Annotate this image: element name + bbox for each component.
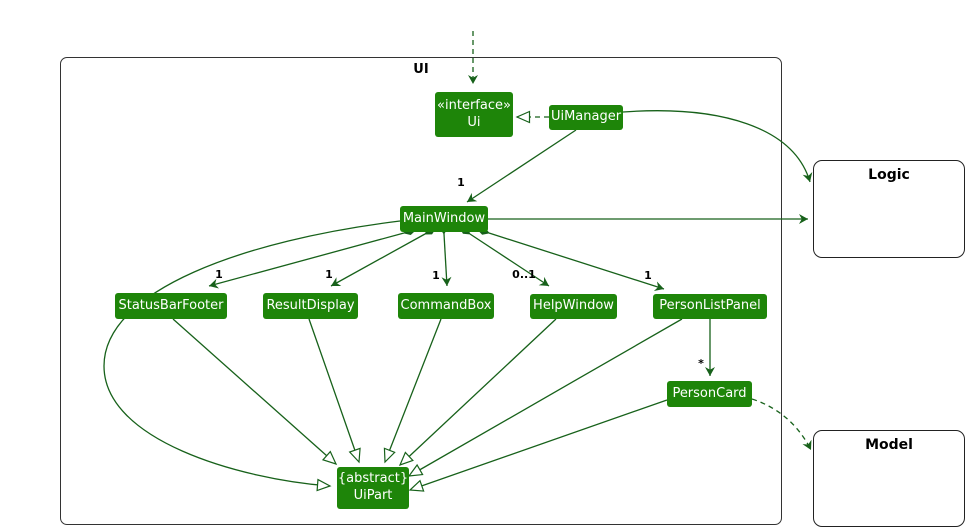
ui-interface-stereotype: «interface»	[437, 97, 511, 113]
uipart-abstract-modifier: {abstract}	[337, 471, 409, 487]
class-mainwindow: MainWindow	[400, 206, 488, 232]
edge-personcard-extends-uipart	[408, 399, 668, 492]
multiplicity-statusbarfooter: 1	[215, 268, 223, 281]
class-resultdisplay: ResultDisplay	[263, 293, 358, 319]
ui-package-label: UI	[413, 62, 429, 77]
multiplicity-commandbox: 1	[432, 269, 440, 282]
edge-statusbarfooter-extends-uipart	[172, 318, 338, 465]
edge-helpwindow-extends-uipart	[398, 318, 557, 467]
logic-component-box: Logic	[813, 160, 965, 258]
class-uimanager: UiManager	[549, 105, 623, 130]
ui-package-frame: UI	[60, 57, 782, 525]
edge-mainwindow-statusbarfooter	[208, 227, 417, 289]
class-ui-interface: «interface» Ui	[435, 92, 513, 137]
class-statusbarfooter: StatusBarFooter	[115, 293, 227, 319]
ui-interface-name: Ui	[467, 114, 481, 130]
edge-uimanager-logic	[622, 110, 813, 183]
model-label: Model	[865, 437, 913, 453]
multiplicity-resultdisplay: 1	[325, 268, 333, 281]
class-commandbox: CommandBox	[398, 293, 494, 319]
edge-personlistpanel-extends-uipart	[407, 318, 683, 477]
class-uipart: {abstract} UiPart	[337, 467, 409, 509]
logic-label: Logic	[868, 167, 910, 183]
edge-mainwindow-resultdisplay	[330, 227, 437, 287]
edge-mainwindow-personlistpanel	[476, 227, 665, 292]
multiplicity-personlistpanel: 1	[644, 269, 652, 282]
edge-personcard-model	[751, 398, 812, 451]
multiplicity-helpwindow: 0..1	[512, 268, 536, 281]
class-personcard: PersonCard	[667, 381, 752, 407]
edge-uimanager-mainwindow	[466, 129, 577, 203]
edge-commandbox-extends-uipart	[383, 318, 442, 464]
edge-resultdisplay-extends-uipart	[308, 318, 361, 464]
uipart-name: UiPart	[353, 488, 393, 503]
class-helpwindow: HelpWindow	[530, 294, 617, 319]
edge-mainwindow-helpwindow	[459, 226, 550, 287]
edge-mainwindow-commandbox	[439, 221, 452, 287]
model-component-box: Model	[813, 430, 965, 527]
multiplicity-uimanager-mainwindow: 1	[457, 176, 465, 189]
class-personlistpanel: PersonListPanel	[653, 294, 767, 319]
edge-mainwindow-extends-uipart	[103, 220, 401, 492]
multiplicity-personcard: *	[698, 357, 704, 370]
